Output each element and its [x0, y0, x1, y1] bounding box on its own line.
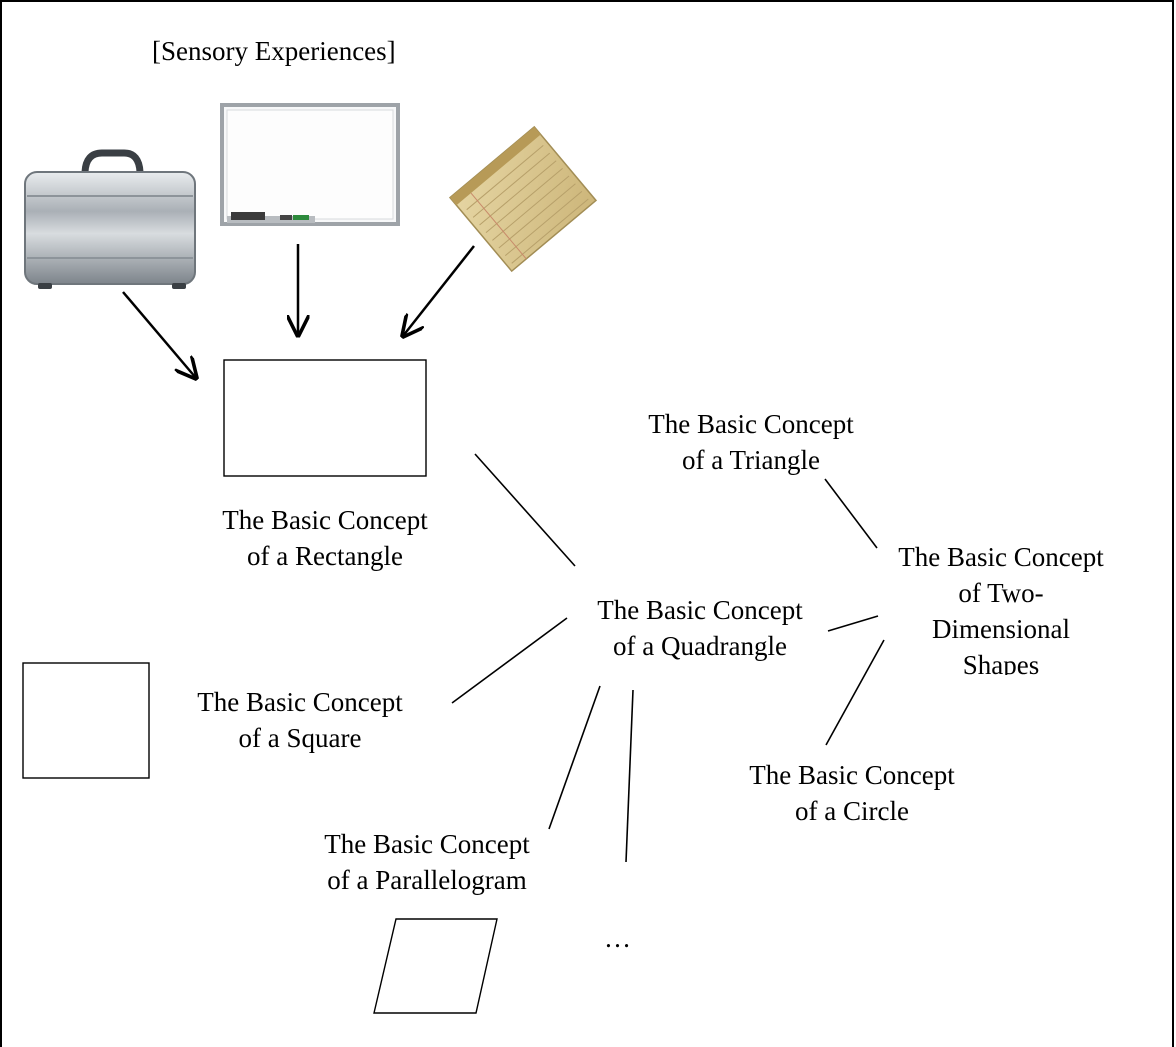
quadrangle-concept-line-2: of a Quadrangle: [613, 631, 787, 661]
parallelogram-shape: [373, 918, 498, 1014]
square-concept-line-2: of a Square: [238, 723, 362, 753]
connector-square-quadrangle: [451, 617, 568, 704]
arrow-briefcase-to-rectangle: [122, 291, 196, 378]
parallelogram-concept-line-2: of a Parallelogram: [327, 865, 527, 895]
rectangle-concept-line-2: of a Rectangle: [247, 541, 403, 571]
two-dimensional-concept-line-4: Shapes: [962, 650, 1040, 675]
two-dimensional-concept-line-3: Dimensional: [932, 614, 1070, 644]
connector-rectangle-quadrangle: [474, 453, 576, 567]
notepad-image: [448, 125, 598, 273]
connector-quadrangle-parallelogram: [548, 685, 601, 830]
rectangle-concept-line-1: The Basic Concept: [222, 505, 428, 535]
rectangle-concept-label: The Basic Concept of a Rectangle: [190, 502, 460, 574]
quadrangle-concept-line-1: The Basic Concept: [597, 595, 803, 625]
square-concept-line-1: The Basic Concept: [197, 687, 403, 717]
connector-quadrangle-ellipsis: [625, 689, 634, 863]
briefcase-image: [24, 149, 196, 289]
rectangle-shape: [223, 359, 427, 477]
parallelogram-concept-line-1: The Basic Concept: [324, 829, 530, 859]
circle-concept-line-1: The Basic Concept: [749, 760, 955, 790]
connector-circle-two-dimensional: [825, 639, 885, 746]
parallelogram-concept-label: The Basic Concept of a Parallelogram: [292, 826, 562, 898]
two-dimensional-concept-label: The Basic Concept of Two- Dimensional Sh…: [866, 539, 1136, 675]
quadrangle-concept-label: The Basic Concept of a Quadrangle: [565, 592, 835, 664]
square-shape: [22, 662, 150, 779]
more-concepts-ellipsis: …: [604, 923, 631, 953]
triangle-concept-label: The Basic Concept of a Triangle: [616, 406, 886, 478]
two-dimensional-concept-line-1: The Basic Concept: [898, 542, 1104, 572]
circle-concept-line-2: of a Circle: [795, 796, 909, 826]
sensory-experiences-heading: [Sensory Experiences]: [152, 36, 396, 66]
square-concept-label: The Basic Concept of a Square: [165, 684, 435, 756]
connector-quadrangle-two-dimensional: [827, 615, 879, 632]
whiteboard-image: [220, 103, 400, 226]
arrow-notepad-to-rectangle: [403, 245, 475, 336]
circle-concept-label: The Basic Concept of a Circle: [717, 757, 987, 829]
triangle-concept-line-2: of a Triangle: [682, 445, 820, 475]
triangle-concept-line-1: The Basic Concept: [648, 409, 854, 439]
two-dimensional-concept-line-2: of Two-: [958, 578, 1044, 608]
connector-triangle-two-dimensional: [824, 478, 878, 549]
